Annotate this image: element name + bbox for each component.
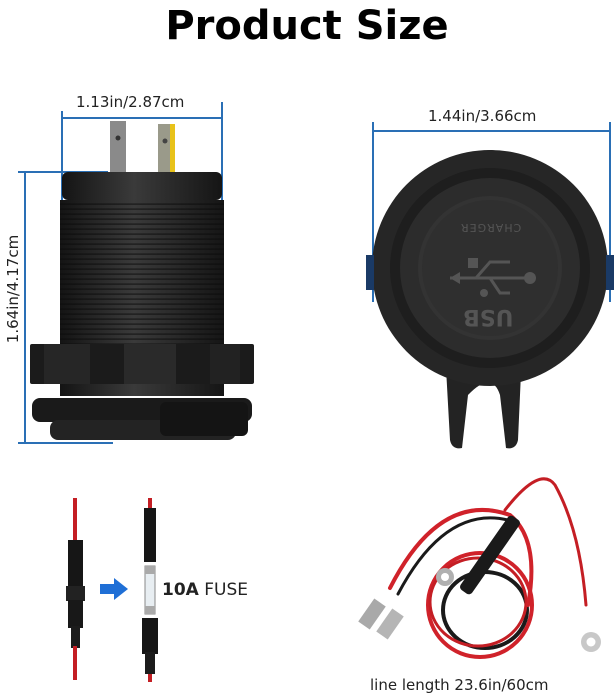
side-view: 1.13in/2.87cm 1.64in/4.17cm — [0, 80, 300, 460]
cap-text-top: CHARGER — [460, 221, 522, 234]
wire-harness-icon — [358, 477, 601, 659]
width-dimension-label: 1.13in/2.87cm — [76, 93, 185, 111]
front-view: 1.44in/3.66cm CHARGER USB — [350, 90, 614, 460]
fuse-holder-icon — [66, 498, 158, 682]
width-dimension-tick-right — [609, 122, 611, 302]
height-dimension-tick-bottom — [18, 442, 113, 444]
height-dimension-tick-top — [18, 171, 108, 173]
width-dimension-line — [372, 130, 610, 132]
width-dimension-tick-left — [61, 111, 63, 211]
width-dimension-tick-right — [221, 102, 223, 202]
width-dimension-tick-left — [372, 122, 374, 302]
wire-section: line length 23.6in/60cm — [340, 470, 614, 700]
cap-text-bottom: USB — [463, 304, 514, 329]
height-dimension-line — [24, 172, 26, 444]
page-title: Product Size — [165, 3, 449, 49]
socket-front-icon — [366, 150, 614, 449]
fuse-section: 10A FUSE — [40, 480, 300, 700]
socket-side-icon — [30, 121, 254, 440]
fuse-rating: 10A — [162, 580, 199, 600]
width-dimension-line — [61, 117, 223, 119]
fuse-label: 10A FUSE — [162, 580, 248, 600]
width-dimension-label: 1.44in/3.66cm — [428, 107, 537, 125]
wire-length-caption: line length 23.6in/60cm — [370, 676, 549, 694]
fuse-text: FUSE — [204, 580, 248, 600]
